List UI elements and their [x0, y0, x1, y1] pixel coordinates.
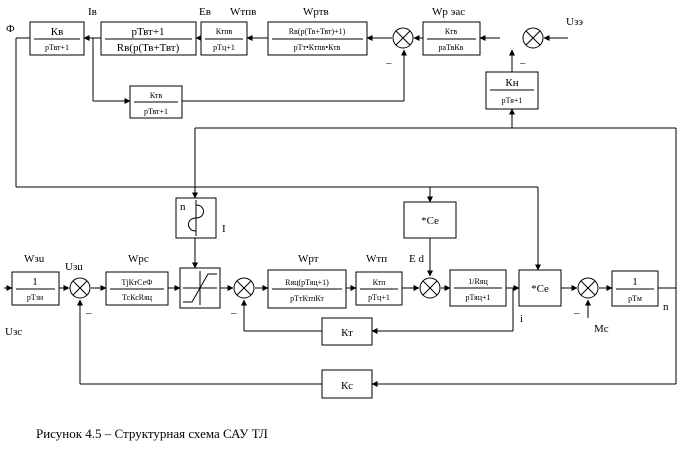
block-ce-mid: *Се — [518, 269, 562, 307]
block-wtpv: Ктпв рТц+1 — [200, 21, 248, 56]
sum-speed — [69, 277, 91, 299]
sum-current — [233, 277, 255, 299]
label-wtp: Wтп — [366, 253, 387, 265]
label-wrs: Wрс — [128, 253, 149, 265]
wtp-den: рТц+1 — [368, 293, 390, 302]
middle-row-wires — [4, 128, 677, 387]
wtpv-den: рТц+1 — [213, 43, 235, 52]
block-kv: Кв рТвт+1 — [29, 21, 85, 56]
label-wr-eas: Wр эас — [432, 6, 465, 18]
wrt-den: рТтКтпКт — [290, 294, 324, 303]
block-tm: 1 рТм — [611, 270, 659, 307]
wrt-num: Rяц(рТяц+1) — [285, 278, 329, 287]
ce-mid-label: *Се — [531, 283, 549, 295]
ptvt-num: рТвт+1 — [131, 26, 164, 38]
wrs-num: ТjКтСеФ — [122, 278, 153, 287]
label-uzs: Uзс — [5, 326, 22, 338]
label-phi: Ф — [6, 23, 15, 35]
label-n: n — [663, 301, 669, 313]
sum-emf — [419, 277, 441, 299]
tm-den: рТм — [628, 294, 642, 303]
label-ev: Ев — [199, 6, 211, 18]
block-saturation: n — [175, 197, 217, 239]
label-i: i — [520, 313, 523, 325]
label-uzu: Uзu — [65, 261, 83, 273]
wrs-den: ТсКсRяц — [122, 293, 153, 302]
sum-torque — [577, 277, 599, 299]
label-wrt: Wрт — [298, 253, 319, 265]
block-wrt: Rяц(рТяц+1) рТтКтпКт — [267, 269, 347, 309]
minus-sign: _ — [385, 53, 392, 65]
block-ptvt: рТвт+1 Rв(р(Тв+Твт) — [100, 21, 197, 56]
minus-sign: _ — [573, 303, 580, 315]
block-ktv-feedback: Ктв рТвт+1 — [129, 85, 183, 119]
kv-den: рТвт+1 — [45, 43, 69, 52]
block-kn: Кн рТя+1 — [485, 71, 539, 110]
block-kc: Кс — [321, 369, 373, 399]
label-wzu: Wзu — [24, 253, 45, 265]
wrtv-num: Rв(р(Тв+Твт)+1) — [289, 27, 346, 36]
kn-den: рТя+1 — [502, 96, 523, 105]
minus-sign: _ — [85, 303, 92, 315]
minus-sign: _ — [230, 303, 237, 315]
tm-num: 1 — [632, 276, 638, 288]
sat-n: n — [180, 201, 186, 213]
block-wtp: Ктп рТц+1 — [355, 271, 403, 306]
rya-num: 1/Rяц — [468, 277, 488, 286]
label-sat-i: I — [222, 223, 226, 235]
ce-top-label: *Се — [421, 215, 439, 227]
top-row-wires — [15, 35, 676, 271]
block-limiter — [179, 267, 221, 309]
block-kt: Кт — [321, 317, 373, 346]
label-iv: Iв — [88, 6, 97, 18]
kc-label: Кс — [341, 380, 353, 392]
ktv-fb-den: рТвт+1 — [144, 107, 168, 116]
label-mc: Мс — [594, 323, 609, 335]
kt-label: Кт — [341, 327, 353, 339]
block-wrs: ТjКтСеФ ТсКсRяц — [105, 271, 169, 306]
sum-top-right — [522, 27, 544, 49]
label-ed: Е d — [409, 253, 424, 265]
ktv-fb-num: Ктв — [150, 91, 163, 100]
kv-num: Кв — [51, 26, 64, 38]
block-wrtv: Rв(р(Тв+Твт)+1) рТт•Ктпв•Ктв — [267, 21, 368, 56]
block-ce-top: *Се — [403, 201, 457, 239]
label-wrtv: Wртв — [303, 6, 329, 18]
ptvt-den: Rв(р(Тв+Твт) — [117, 42, 180, 54]
figure-caption: Рисунок 4.5 – Структурная схема САУ ТЛ — [36, 426, 268, 441]
wrtv-den: рТт•Ктпв•Ктв — [294, 43, 341, 52]
label-uzz: Uзэ — [566, 16, 583, 28]
label-wtpv: Wтпв — [230, 6, 256, 18]
wzu-num: 1 — [32, 276, 38, 288]
block-eas: Ктв раТвКв — [422, 21, 481, 56]
block-wzu: 1 рТзи — [11, 271, 60, 306]
wtpv-num: Ктпв — [216, 27, 233, 36]
sum-top-left — [392, 27, 414, 49]
wtp-num: Ктп — [373, 278, 387, 287]
minus-sign: _ — [519, 53, 526, 65]
wzu-den: рТзи — [27, 293, 44, 302]
block-rya: 1/Rяц рТяц+1 — [449, 269, 507, 307]
kn-num: Кн — [505, 77, 518, 89]
rya-den: рТяц+1 — [465, 293, 490, 302]
eas-den: раТвКв — [439, 43, 464, 52]
eas-num: Ктв — [445, 27, 458, 36]
